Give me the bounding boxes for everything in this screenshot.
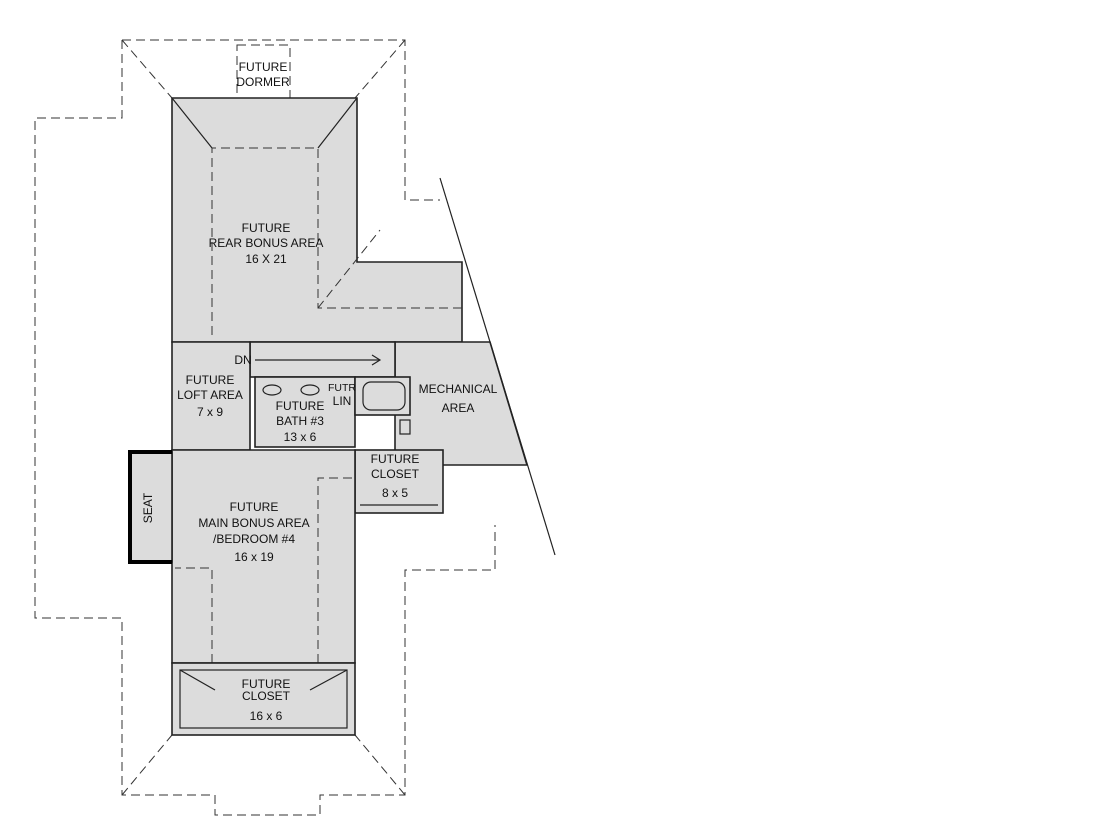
bath-label-1: FUTURE: [276, 399, 325, 413]
rear-bonus-dims: 16 X 21: [245, 252, 287, 266]
loft-label-1: FUTURE: [186, 373, 235, 387]
rear-bonus-label-2: REAR BONUS AREA: [209, 236, 324, 250]
bath-dims: 13 x 6: [284, 430, 317, 444]
loft-dims: 7 x 9: [197, 405, 223, 419]
main-bonus-label-1: FUTURE: [230, 500, 279, 514]
mechanical-area: [394, 341, 529, 466]
closet-small-label-2: CLOSET: [371, 467, 420, 481]
dormer-label-2: DORMER: [236, 75, 290, 89]
window-seat: [128, 450, 173, 564]
mechanical-label-1: MECHANICAL: [419, 382, 498, 396]
closet-small: [354, 449, 444, 514]
closet-bottom-label-1: FUTURE: [242, 677, 291, 691]
bath-label-2: BATH #3: [276, 414, 324, 428]
mechanical-label-2: AREA: [442, 401, 475, 415]
dormer-label-1: FUTURE: [239, 60, 288, 74]
closet-bottom-dims: 16 x 6: [250, 709, 283, 723]
stair-label: DN: [234, 353, 251, 367]
bath: [254, 376, 411, 448]
closet-small-label-1: FUTURE: [371, 452, 420, 466]
closet-small-dims: 8 x 5: [382, 486, 408, 500]
loft-label-2: LOFT AREA: [177, 388, 243, 402]
main-bonus-dims: 16 x 19: [234, 550, 274, 564]
linen-label-1: FUTR: [328, 382, 356, 394]
closet-bottom: [171, 662, 356, 736]
stair: [249, 341, 396, 378]
main-bonus-label-2: MAIN BONUS AREA: [198, 516, 309, 530]
linen-label-2: LIN: [333, 394, 352, 408]
main-bonus-label-3: /BEDROOM #4: [213, 532, 295, 546]
rear-bonus-area: [171, 97, 463, 343]
seat-label: SEAT: [141, 492, 155, 523]
rear-bonus-label-1: FUTURE: [242, 221, 291, 235]
closet-bottom-label-2: CLOSET: [242, 689, 291, 703]
